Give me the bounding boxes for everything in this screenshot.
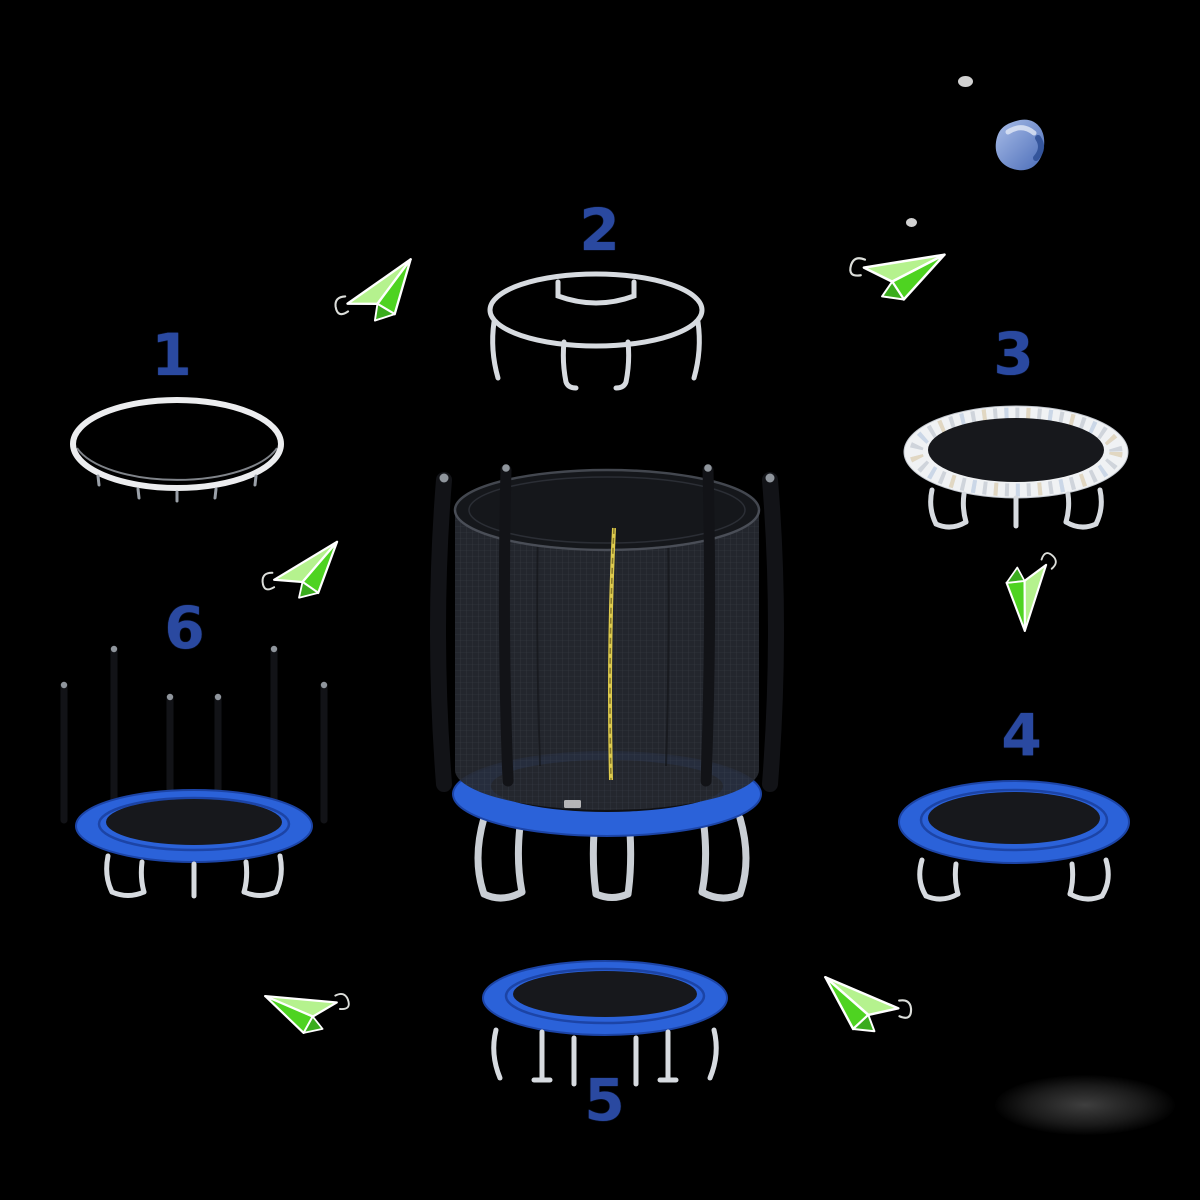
arrow-step5-to-step6 — [260, 970, 360, 1055]
paper-plane-arrow-icon — [815, 967, 920, 1047]
step-number-6: 6 — [164, 594, 206, 662]
paper-plane-arrow-icon — [321, 249, 432, 343]
white-smudge-decoration — [995, 1075, 1175, 1135]
arrow-step4-to-step5 — [814, 967, 919, 1051]
part-step6-enclosure-poles — [52, 638, 336, 910]
arrow-step2-to-step3 — [840, 231, 950, 320]
step-number-5: 5 — [584, 1066, 626, 1134]
blue-blob-icon — [995, 119, 1045, 171]
part-step3-mat-and-springs — [896, 392, 1136, 552]
blue-blob-decoration — [988, 114, 1052, 182]
step-number-1: 1 — [151, 321, 193, 389]
part-step5-enclosure-sleeves — [476, 958, 734, 1096]
part-step4-safety-pad — [892, 776, 1136, 906]
part-step2-frame-with-legs — [478, 268, 714, 430]
white-speck-decoration — [906, 218, 917, 227]
white-speck-decoration — [958, 76, 973, 87]
step-number-2: 2 — [579, 196, 621, 264]
arrow-step6-to-center — [251, 532, 355, 621]
step-number-3: 3 — [993, 320, 1035, 388]
finished-trampoline-illustration — [430, 464, 784, 902]
paper-plane-arrow-icon — [841, 231, 950, 316]
safety-pad-illustration — [898, 780, 1130, 902]
step-number-4: 4 — [1001, 701, 1043, 769]
arrow-step1-to-step2 — [321, 249, 434, 347]
paper-plane-arrow-icon — [251, 532, 354, 617]
paper-plane-arrow-icon — [260, 970, 359, 1051]
enclosure-sleeves-illustration — [482, 960, 728, 1087]
enclosure-poles-illustration — [60, 645, 328, 899]
frame-with-legs-illustration — [487, 271, 705, 391]
part-finished-trampoline — [418, 448, 796, 910]
top-ring-illustration — [70, 397, 284, 503]
mat-springs-illustration — [903, 405, 1129, 530]
part-step1-top-ring — [64, 392, 290, 508]
